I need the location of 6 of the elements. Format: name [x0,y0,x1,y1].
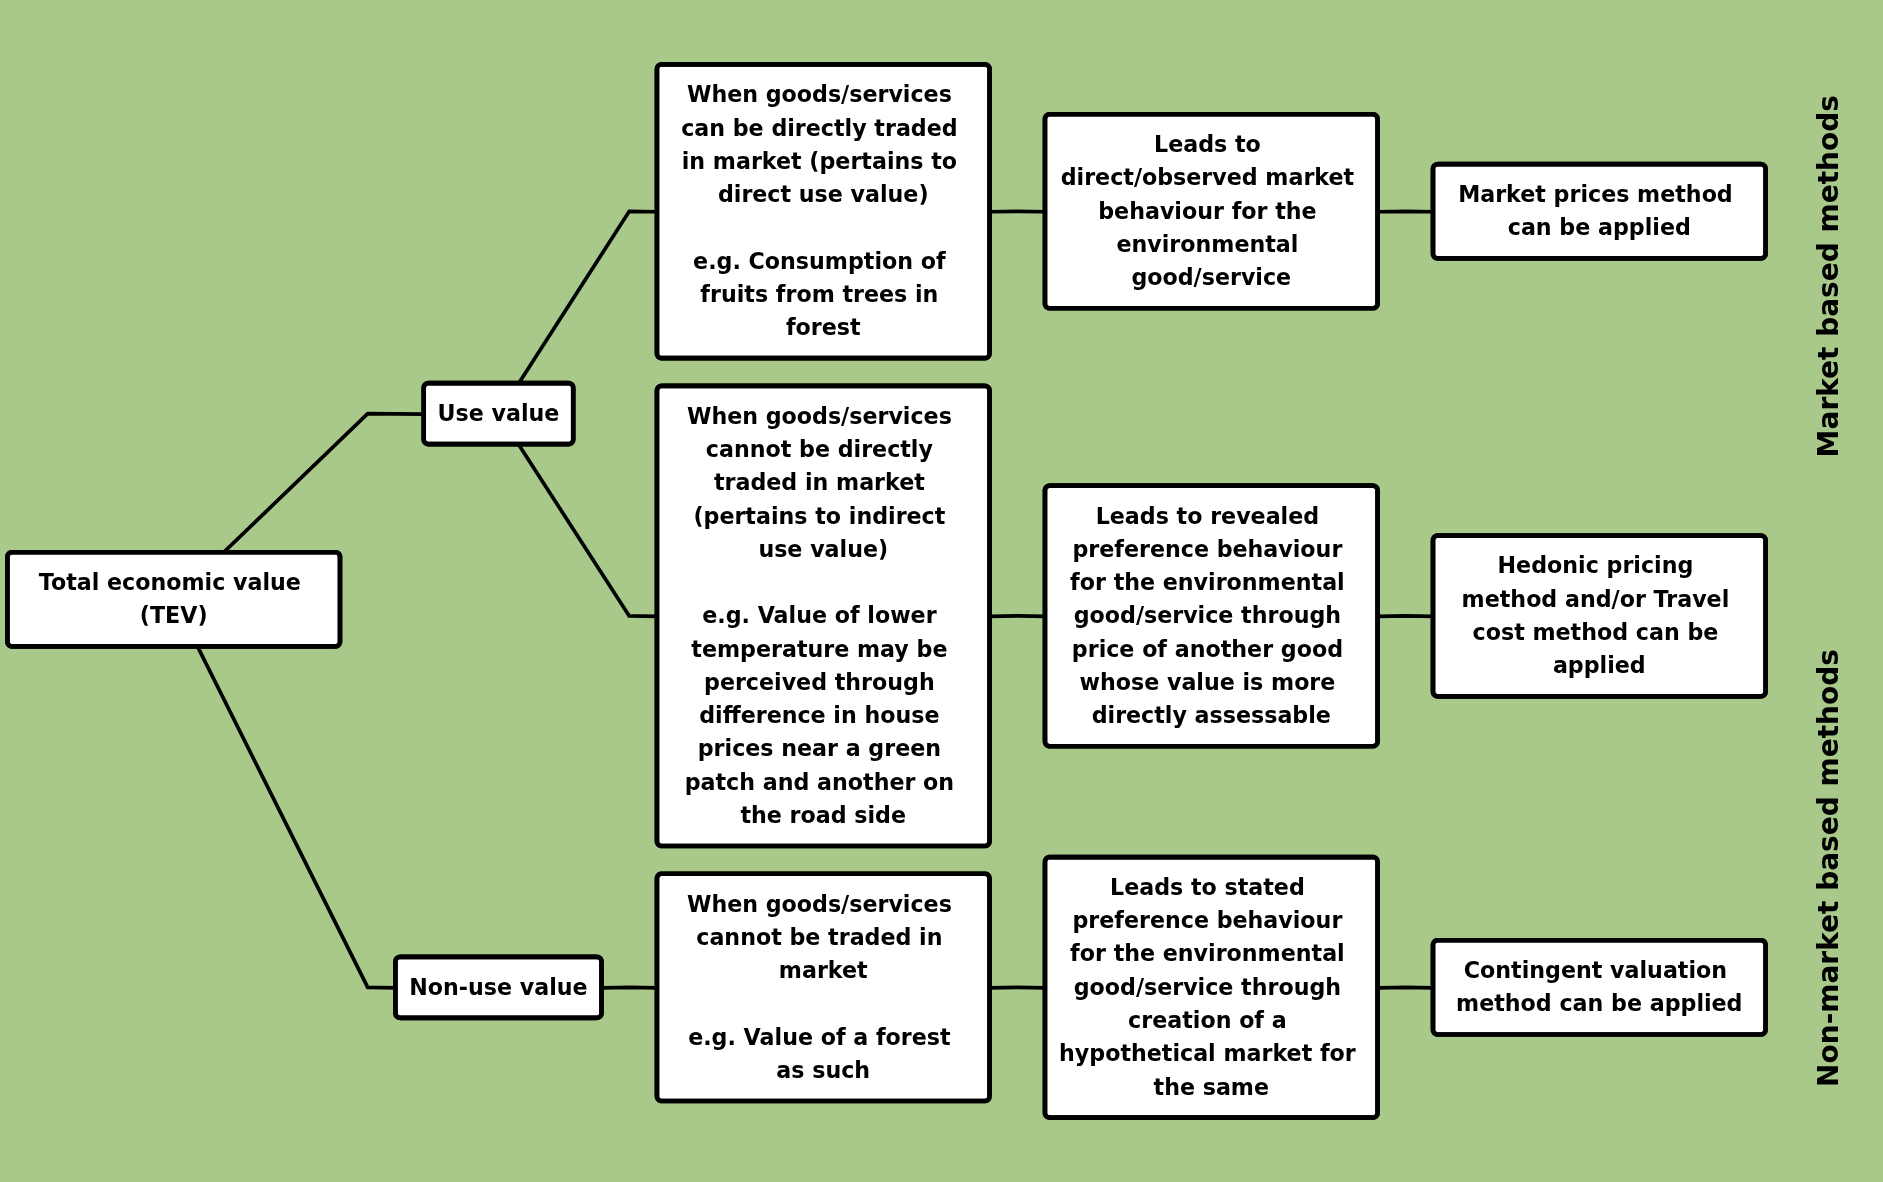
bracket-label: Non-market based methods [1811,648,1845,1087]
connector [989,985,1046,990]
connector [601,985,658,990]
bracket-label: Market based methods [1811,95,1845,458]
connector [989,614,1046,619]
connector [989,209,1046,214]
